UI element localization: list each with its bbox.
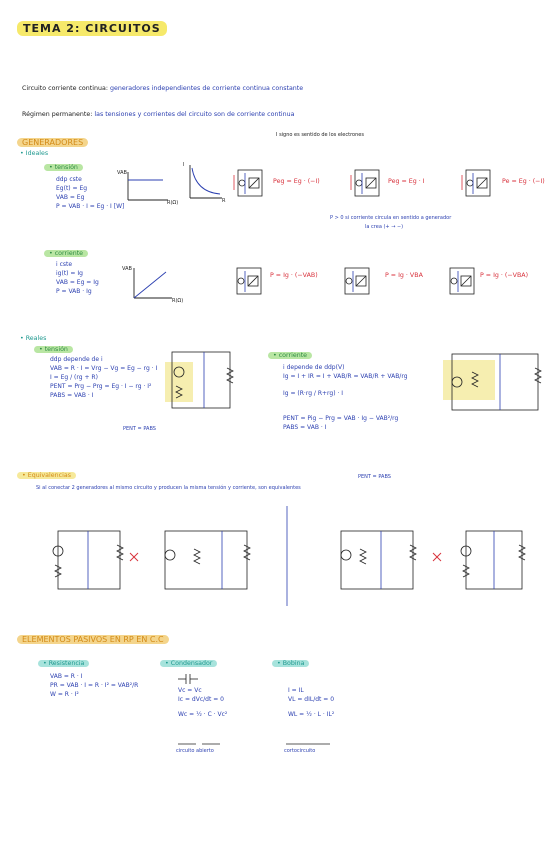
intro-line-2: Régimen permanente: las tensiones y corr…: [22, 111, 295, 118]
ideal-corriente-eqs: i cste ig(t) = Ig VAB = Eg = Ig P = VAB …: [56, 260, 99, 296]
eq-line: VAB = Eg: [56, 194, 85, 201]
equivalence-cross-marks: [129, 552, 442, 562]
ideal-tension-p2: Peg = Eg · I: [388, 178, 425, 185]
bobina-label: • Bobina: [272, 660, 310, 667]
eq-line: W = R · I²: [50, 691, 79, 698]
graph2-ylabel: I: [183, 162, 185, 168]
eq-line: VAB = R · I = Vrg − Vg = Eg − rg · I: [50, 365, 158, 372]
resistencia-eqs: VAB = R · I PR = VAB · I = R · I² = VAB²…: [50, 672, 138, 699]
graph-vab-vs-r: [127, 172, 168, 201]
ideal-tension-p1: Peg = Eg · (−I): [273, 178, 320, 185]
real-corriente-label: • corriente: [268, 352, 313, 359]
ideal-current-circuits: [236, 267, 475, 295]
ideal-tension-label: • tensión: [44, 164, 83, 171]
sign-note: I signo es sentido de los electrones: [276, 132, 364, 138]
bobina-eqs: I = IL VL = dIL/dt = 0 WL = ½ · L · IL²: [288, 686, 334, 719]
section-equivalencias: • Equivalencias: [17, 472, 76, 479]
eq-line: VL = dIL/dt = 0: [288, 696, 335, 703]
intro-line-1-text: generadores independientes de corriente …: [109, 85, 304, 92]
graph-i-vs-r: [189, 165, 222, 199]
power-sign-note: P > 0 si corriente circula en sentido a …: [330, 215, 452, 221]
eq-line: I = Eg / (rg + R): [50, 374, 98, 381]
condensador-foot: circuito abierto: [176, 748, 214, 754]
condensador-label: • Condensador: [160, 660, 218, 667]
eq-line: Wc = ½ · C · Vc²: [178, 711, 228, 718]
eq-line: i depende de ddp(V): [283, 364, 345, 371]
equivalence-circuits: [52, 506, 526, 606]
eq-line: VAB = R · I: [50, 673, 83, 680]
graph1-xlabel: R(Ω): [167, 200, 179, 206]
graph-vab-linear: [133, 268, 172, 299]
bobina-foot: cortocircuito: [284, 748, 316, 754]
ideal-tension-eqs: ddp cste Eg(t) = Eg VAB = Eg P = VAB · I…: [56, 175, 124, 211]
graph2-xlabel: R: [222, 198, 226, 204]
intro-line-2-text: las tensiones y corrientes del circuito …: [94, 111, 295, 118]
real-tension-circuit: [165, 351, 234, 409]
ideal-corriente-p1: P = Ig · (−VAB): [270, 272, 318, 279]
eq-line: I = IL: [288, 687, 304, 694]
ideal-tension-circuits: [233, 169, 491, 197]
real-tension-label: • tensión: [34, 346, 73, 353]
intro-line-2-label: Régimen permanente:: [22, 111, 93, 118]
eq-line: ddp depende de i: [50, 356, 103, 363]
ideal-corriente-p3: P = Ig · (−VBA): [480, 272, 529, 279]
eq-line: P = VAB · I = Eg · I [W]: [56, 203, 125, 210]
eq-line: Eg(t) = Eg: [56, 185, 88, 192]
ideal-corriente-label: • corriente: [44, 250, 89, 257]
eq-line: WL = ½ · L · IL²: [288, 711, 335, 718]
graph3-xlabel: R(Ω): [172, 298, 184, 304]
eq-line: VAB = Eg = Ig: [56, 279, 99, 286]
equivalencias-text: Si al conectar 2 generadores al mismo ci…: [36, 485, 301, 491]
eq-line: Vc = Vc: [178, 687, 202, 694]
real-tension-balance: PENT = PABS: [123, 426, 156, 432]
eq-line: P = VAB · Ig: [56, 288, 92, 295]
real-tension-eqs: ddp depende de i VAB = R · I = Vrg − Vg …: [50, 355, 157, 400]
eq-line: Ic = dVc/dt = 0: [178, 696, 224, 703]
section-pasivos: ELEMENTOS PASIVOS EN RP EN C.C: [17, 635, 169, 644]
equivalencias-pent: PENT = PABS: [358, 474, 391, 480]
ideal-corriente-p2: P = Ig · VBA: [385, 272, 423, 279]
eq-line: Ig = I + IR = I + VAB/R = VAB/R + VAB/rg: [283, 373, 408, 380]
eq-line: Ig = (R·rg / R+rg) · I: [283, 390, 344, 397]
eq-line: PABS = VAB · I: [283, 424, 327, 431]
intro-line-1-label: Circuito corriente continua:: [22, 85, 108, 92]
eq-line: PENT = Prg − Prg = Eg · I − rg · I²: [50, 383, 152, 390]
condensador-eqs: Vc = Vc Ic = dVc/dt = 0 Wc = ½ · C · Vc²: [178, 686, 227, 719]
page-title: TEMA 2: CIRCUITOS: [17, 21, 167, 36]
subsection-ideales: • Ideales: [20, 150, 49, 157]
graph3-ylabel: VAB: [122, 266, 132, 272]
subsection-reales: • Reales: [20, 335, 47, 342]
capacitor-symbol: [178, 674, 220, 745]
graph1-ylabel: VAB: [117, 170, 127, 176]
eq-line: PENT = Pig − Prg = VAB · Ig − VAB²/rg: [283, 415, 399, 422]
eq-line: i cste: [56, 261, 73, 268]
eq-line: ig(t) = Ig: [56, 270, 83, 277]
section-generadores: GENERADORES: [17, 138, 89, 147]
power-sign-note-2: la crea (+ → −): [365, 224, 404, 230]
resistencia-label: • Resistencia: [38, 660, 90, 667]
intro-line-1: Circuito corriente continua: generadores…: [22, 85, 303, 92]
ideal-tension-p3: Pe = Eg · (−I): [502, 178, 545, 185]
eq-line: ddp cste: [56, 176, 82, 183]
eq-line: PABS = VAB · I: [50, 392, 94, 399]
real-corriente-eqs: i depende de ddp(V) Ig = I + IR = I + VA…: [283, 363, 408, 432]
eq-line: PR = VAB · I = R · I² = VAB²/R: [50, 682, 139, 689]
real-current-circuit: [443, 353, 542, 411]
